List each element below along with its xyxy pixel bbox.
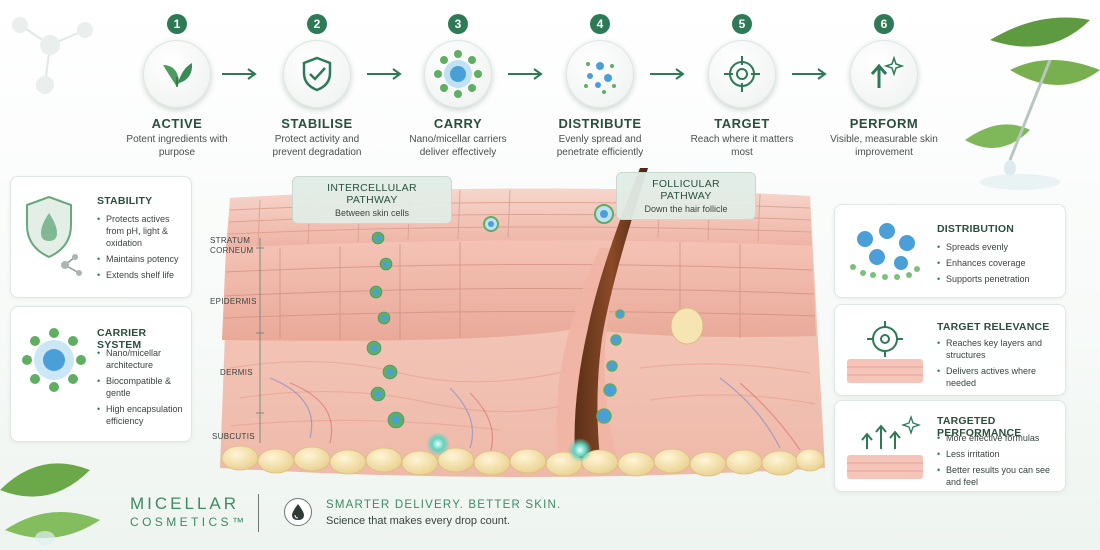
crosshair-icon bbox=[708, 40, 776, 108]
arrow-up-sparkle-icon bbox=[850, 40, 918, 108]
layer-label-dermis: DERMIS bbox=[220, 368, 253, 377]
decor-molecules-top-left bbox=[12, 17, 93, 94]
arrow-right-icon bbox=[650, 68, 685, 80]
process-steps: 1 ACTIVE Potent ingredients with purpose… bbox=[120, 14, 950, 164]
pathway-subtitle: Between skin cells bbox=[334, 208, 410, 218]
shield-check-icon bbox=[283, 40, 351, 108]
step-distribute: 4 DISTRIBUTE Evenly spread and penetrate… bbox=[530, 14, 670, 159]
droplet-icon bbox=[284, 498, 312, 526]
arrow-right-icon bbox=[367, 68, 402, 80]
skin-cross-section: STRATUM CORNEUM EPIDERMIS DERMIS SUBCUTI… bbox=[200, 168, 830, 486]
step-desc: Evenly spread and penetrate efficiently bbox=[556, 134, 644, 158]
step-desc: Potent ingredients with purpose bbox=[126, 134, 228, 158]
bullet-list: Reaches key layers and structures Delive… bbox=[937, 337, 1061, 393]
arrow-right-icon bbox=[222, 68, 257, 80]
step-active: 1 ACTIVE Potent ingredients with purpose bbox=[107, 14, 247, 159]
step-desc: Reach where it matters most bbox=[690, 134, 794, 158]
list-item: Reaches key layers and structures bbox=[937, 337, 1061, 361]
panel-title: TARGET RELEVANCE bbox=[937, 321, 1050, 333]
list-item: Less irritation bbox=[937, 448, 1061, 460]
list-item: Enhances coverage bbox=[937, 257, 1061, 269]
list-item: Extends shelf life bbox=[97, 269, 189, 281]
tagline: SMARTER DELIVERY. BETTER SKIN. bbox=[326, 499, 562, 511]
leaf-icon bbox=[143, 40, 211, 108]
step-stabilise: 2 STABILISE Protect activity and prevent… bbox=[247, 14, 387, 159]
step-number: 5 bbox=[732, 14, 752, 34]
list-item: Spreads evenly bbox=[937, 241, 1061, 253]
step-desc: Visible, measurable skin improvement bbox=[830, 134, 938, 158]
panel-title: STABILITY bbox=[97, 195, 153, 207]
brand-logo: MICELLAR COSMETICS™ bbox=[130, 494, 247, 529]
list-item: Protects actives from pH, light & oxidat… bbox=[97, 213, 189, 249]
intercellular-pathway-tag: INTERCELLULAR PATHWAY Between skin cells bbox=[292, 176, 452, 224]
step-title: DISTRIBUTE bbox=[558, 116, 642, 131]
step-carry: 3 CARRY Nano/micellar carriers deliver e… bbox=[388, 14, 528, 159]
list-item: Delivers actives where needed bbox=[937, 365, 1061, 389]
pathway-subtitle: Down the hair follicle bbox=[644, 204, 728, 214]
arrow-right-icon bbox=[508, 68, 543, 80]
bullet-list: Nano/micellar architecture Biocompatible… bbox=[97, 347, 189, 431]
target-relevance-panel: TARGET RELEVANCE Reaches key layers and … bbox=[834, 304, 1066, 396]
step-title: TARGET bbox=[714, 116, 770, 131]
step-number: 3 bbox=[448, 14, 468, 34]
brand-line2: COSMETICS™ bbox=[130, 515, 248, 529]
step-desc: Protect activity and prevent degradation bbox=[272, 134, 362, 158]
step-title: STABILISE bbox=[281, 116, 353, 131]
skin-layers-illustration bbox=[220, 168, 825, 477]
bullet-list: Protects actives from pH, light & oxidat… bbox=[97, 213, 189, 285]
step-desc: Nano/micellar carriers deliver effective… bbox=[409, 134, 507, 158]
micelle-icon bbox=[424, 40, 492, 108]
layer-label-stratum-corneum: STRATUM CORNEUM bbox=[210, 236, 254, 255]
carrier-system-panel: CARRIER SYSTEM Nano/micellar architectur… bbox=[10, 306, 192, 442]
list-item: More effective formulas bbox=[937, 432, 1061, 444]
pathway-title: FOLLICULAR PATHWAY bbox=[652, 178, 720, 202]
subline: Science that makes every drop count. bbox=[326, 515, 511, 527]
step-title: CARRY bbox=[433, 116, 483, 131]
micelle-icon bbox=[22, 328, 86, 392]
stability-panel: STABILITY Protects actives from pH, ligh… bbox=[10, 176, 192, 298]
decor-leaves-bottom-left bbox=[0, 463, 100, 545]
shield-drop-icon bbox=[26, 195, 82, 276]
distribution-panel: DISTRIBUTION Spreads evenly Enhances cov… bbox=[834, 204, 1066, 298]
list-item: Maintains potency bbox=[97, 253, 189, 265]
follicular-pathway-tag: FOLLICULAR PATHWAY Down the hair follicl… bbox=[616, 172, 756, 220]
arrows-up-skin-icon bbox=[847, 414, 923, 479]
micelle-cluster-icon bbox=[850, 223, 920, 280]
list-item: Biocompatible & gentle bbox=[97, 375, 189, 399]
step-perform: 6 PERFORM Visible, measurable skin impro… bbox=[814, 14, 954, 159]
step-title: ACTIVE bbox=[151, 116, 203, 131]
brand-line1: MICELLAR bbox=[130, 494, 240, 513]
list-item: Nano/micellar architecture bbox=[97, 347, 189, 371]
bullet-list: More effective formulas Less irritation … bbox=[937, 432, 1061, 492]
pathway-title: INTERCELLULAR PATHWAY bbox=[327, 182, 417, 206]
step-title: PERFORM bbox=[849, 116, 919, 131]
target-skin-icon bbox=[847, 321, 923, 383]
decor-leaves-top-right bbox=[965, 17, 1100, 190]
dots-spread-icon bbox=[566, 40, 634, 108]
step-target: 5 TARGET Reach where it matters most bbox=[672, 14, 812, 159]
layer-label-epidermis: EPIDERMIS bbox=[210, 297, 257, 306]
step-number: 1 bbox=[167, 14, 187, 34]
targeted-performance-panel: TARGETED PERFORMANCE More effective form… bbox=[834, 400, 1066, 492]
step-number: 6 bbox=[874, 14, 894, 34]
panel-title: DISTRIBUTION bbox=[937, 223, 1015, 235]
list-item: Better results you can see and feel bbox=[937, 464, 1061, 488]
step-number: 2 bbox=[307, 14, 327, 34]
arrow-right-icon bbox=[792, 68, 827, 80]
bullet-list: Spreads evenly Enhances coverage Support… bbox=[937, 241, 1061, 289]
list-item: High encapsulation efficiency bbox=[97, 403, 189, 427]
footer-divider bbox=[258, 494, 259, 532]
list-item: Supports penetration bbox=[937, 273, 1061, 285]
layer-label-subcutis: SUBCUTIS bbox=[212, 432, 255, 441]
step-number: 4 bbox=[590, 14, 610, 34]
